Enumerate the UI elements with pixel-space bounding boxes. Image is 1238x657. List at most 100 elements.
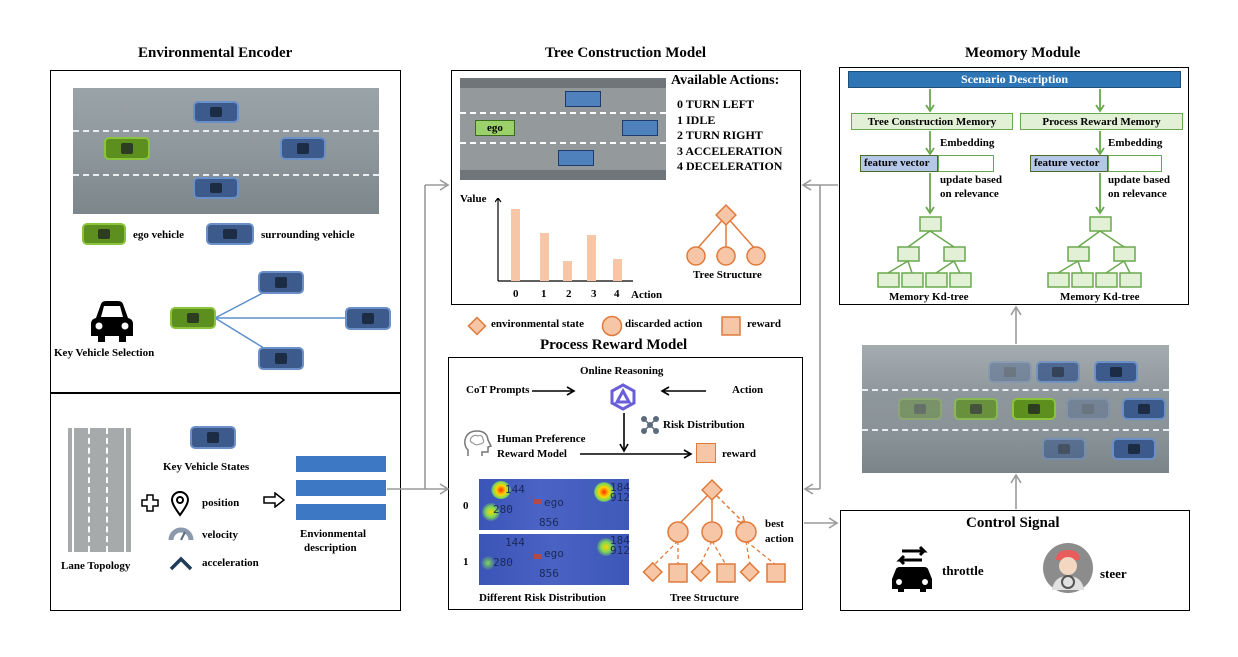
feature-vector-box: feature vector [1030, 155, 1108, 172]
risk-heatmap: 144 280 ego 856 184 912 [479, 479, 630, 530]
control-signal-title: Control Signal [966, 515, 1060, 531]
lane-topology-image [68, 428, 131, 552]
actions-list: 0 TURN LEFT 1 IDLE 2 TURN RIGHT 3 ACCELE… [677, 97, 782, 175]
kd-tree-node [1067, 246, 1090, 262]
scenario-description-bar: Scenario Description [848, 71, 1181, 88]
ego-trajectory-ghost [898, 398, 942, 420]
kd-tree-node [925, 272, 948, 288]
kd-tree-node [1113, 246, 1136, 262]
ego-vehicle-legend-icon [82, 223, 126, 245]
kd-tree-edge [1105, 260, 1125, 274]
value-axis-label: Value [460, 193, 487, 205]
env-desc-bar [296, 480, 386, 496]
env-state-legend-icon [467, 316, 487, 336]
kd-tree-node [1119, 272, 1142, 288]
kd-tree-edge [935, 260, 955, 274]
different-risk-label: Different Risk Distribution [479, 592, 606, 604]
surrounding-vehicle-label: surrounding vehicle [261, 229, 355, 241]
ego-trajectory-ghost [954, 398, 998, 420]
kd-tree-label: Memory Kd-tree [889, 291, 969, 303]
env-state-legend-label: environmental state [491, 318, 584, 330]
heatmap-text: 912 [610, 491, 630, 504]
env-encoder-panel [50, 70, 401, 611]
discarded-action-legend-icon [601, 315, 623, 337]
position-label: position [202, 497, 240, 509]
reward-label: reward [722, 448, 757, 460]
action-item: 1 IDLE [677, 112, 716, 127]
ego-vehicle-label: ego vehicle [133, 229, 185, 241]
value-bar [511, 209, 520, 281]
online-reasoning-label: Online Reasoning [580, 365, 664, 377]
tree-structure-diagram [686, 204, 766, 266]
heatmap-text: 856 [539, 516, 559, 529]
kd-tree-node [901, 272, 924, 288]
key-vehicle [258, 347, 304, 370]
action-input-label: Action [732, 384, 764, 396]
value-bar [587, 235, 596, 281]
reward-legend-icon [721, 316, 741, 336]
key-vehicle-states-label: Key Vehicle States [163, 461, 250, 473]
process-reward-title: Process Reward Model [540, 337, 688, 353]
risk-distribution-label: Risk Distribution [663, 419, 745, 431]
action-item: 2 TURN RIGHT [677, 128, 763, 142]
cot-prompts-label: CoT Prompts [466, 384, 530, 396]
risk-distribution-icon [641, 416, 659, 434]
update-relevance-label-2: on relevance [1108, 188, 1167, 200]
kd-tree-node [1089, 216, 1112, 232]
value-bar-chart [495, 198, 633, 282]
surrounding-vehicle-legend-icon [206, 223, 254, 245]
env-divider [50, 392, 401, 394]
action-item: 3 ACCELERATION [677, 143, 783, 158]
best-action-label-1: best [765, 518, 784, 530]
available-actions-title: Available Actions: [671, 73, 780, 88]
embedding-label: Embedding [1108, 137, 1163, 149]
kd-tree-node [943, 246, 966, 262]
bar-tick: 4 [614, 288, 620, 300]
value-bar [613, 259, 622, 281]
surrounding-vehicle-rect [558, 150, 594, 166]
surrounding-vehicle [1094, 361, 1138, 383]
kd-tree-edge [1077, 230, 1101, 248]
prm-tree-structure [642, 479, 786, 583]
llm-logo-icon [610, 383, 636, 411]
heatmap-text: 856 [539, 567, 559, 580]
heatmap-text: 280 [493, 556, 513, 569]
heatmap-text: 184 [610, 481, 630, 494]
action-item: 0 TURN LEFT [677, 97, 755, 111]
key-vehicle [345, 307, 391, 330]
lane-topology-label: Lane Topology [61, 560, 131, 572]
memory-module-title: Meomory Module [965, 45, 1081, 61]
throttle-car-icon [892, 545, 932, 592]
speedometer-icon [168, 527, 194, 541]
kd-tree-label: Memory Kd-tree [1060, 291, 1140, 303]
memory-kd-tree [1047, 216, 1142, 288]
human-preference-label-1: Human Preference [497, 433, 586, 445]
surrounding-vehicle [280, 137, 326, 160]
surrounding-vehicle [193, 177, 239, 199]
key-vehicle-selection-label: Key Vehicle Selection [54, 347, 155, 359]
kd-tree-edge [1099, 230, 1125, 248]
kd-tree-edge [887, 260, 909, 274]
bar-tick: 1 [541, 288, 547, 300]
control-signal-panel [840, 510, 1190, 611]
arrow-right-icon [263, 492, 286, 508]
heatmap-text: ego [544, 496, 564, 509]
kd-tree-node [1071, 272, 1094, 288]
kd-tree-edge [953, 260, 961, 274]
kd-tree-node [919, 216, 942, 232]
heatmap-row-label: 1 [463, 556, 469, 568]
memory-kd-tree [877, 216, 972, 288]
kd-tree-node [949, 272, 972, 288]
bar-tick: 3 [591, 288, 597, 300]
heatmap-text: 144 [505, 483, 525, 496]
ego-vehicle-car [104, 137, 150, 160]
update-relevance-label-1: update based [940, 174, 1003, 186]
throttle-label: throttle [942, 563, 984, 578]
heatmap-text: 280 [493, 503, 513, 516]
action-axis-label: Action [631, 289, 663, 301]
feature-vector-empty [938, 155, 994, 172]
value-bar [540, 233, 549, 281]
tree-construction-panel [451, 70, 801, 305]
chevron-up-icon [169, 556, 193, 571]
kd-tree-node [1095, 272, 1118, 288]
